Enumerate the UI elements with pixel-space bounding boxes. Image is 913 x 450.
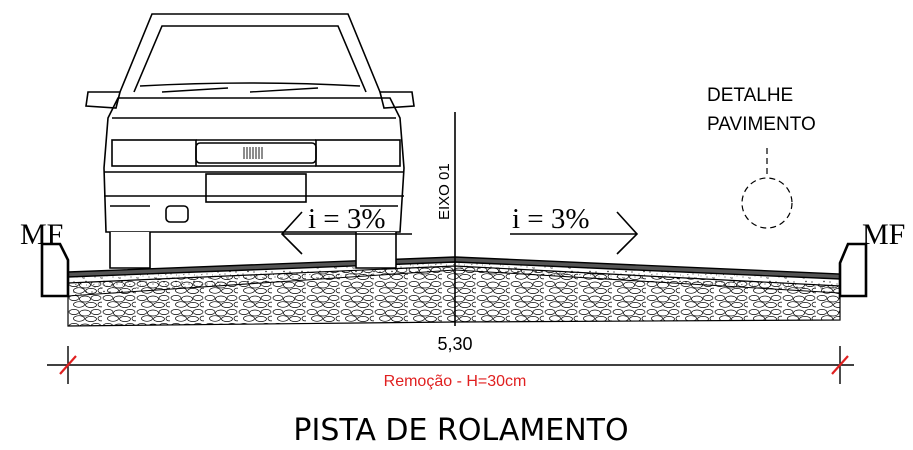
slope-label-left: i = 3% (308, 203, 386, 235)
detail-callout-circle (741, 177, 793, 229)
dimension-tick-right (831, 355, 849, 375)
axis-label: EIXO 01 (436, 163, 453, 220)
width-dimension-label: 5,30 (437, 334, 472, 354)
car-front-view-illustration (85, 13, 415, 269)
detail-label-line1: DETALHE (707, 85, 793, 106)
dimension-tick-left (59, 355, 77, 375)
pavement-layers (67, 256, 841, 327)
curb-label-left: MF (20, 218, 63, 251)
curb-label-right: MF (862, 218, 905, 251)
curb-right (838, 242, 868, 298)
curb-left (40, 242, 70, 298)
slope-arrow-left (280, 211, 412, 255)
section-title: PISTA DE ROLAMENTO (293, 413, 628, 448)
slope-arrow-right (510, 211, 639, 255)
removal-note: Remoção - H=30cm (384, 373, 527, 390)
detail-label-line2: PAVIMENTO (707, 114, 816, 135)
slope-label-right: i = 3% (512, 203, 590, 235)
